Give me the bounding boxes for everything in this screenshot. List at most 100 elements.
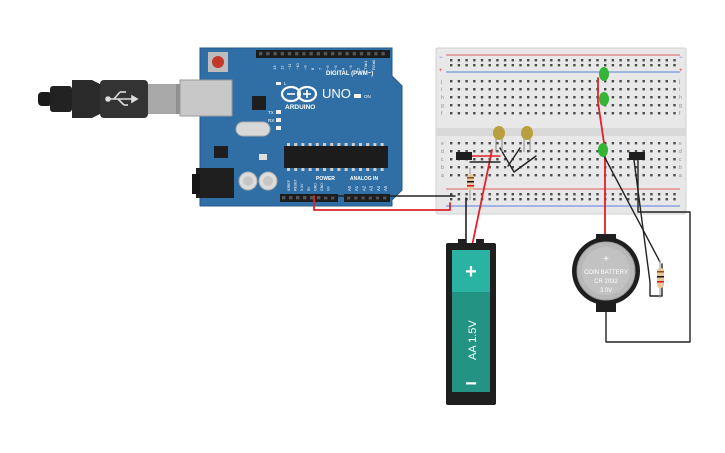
rail-hole[interactable] xyxy=(619,64,622,67)
breadboard-hole[interactable] xyxy=(550,80,553,83)
header-pin[interactable] xyxy=(323,52,328,56)
breadboard-hole[interactable] xyxy=(611,112,615,115)
breadboard-hole[interactable] xyxy=(650,104,653,107)
breadboard-hole[interactable] xyxy=(519,88,522,91)
header-pin[interactable] xyxy=(324,196,328,200)
rail-hole[interactable] xyxy=(457,193,461,196)
breadboard-hole[interactable] xyxy=(542,112,545,115)
breadboard-hole[interactable] xyxy=(550,158,553,161)
breadboard-hole[interactable] xyxy=(611,104,615,107)
header-pin[interactable] xyxy=(310,196,314,200)
wire-black[interactable] xyxy=(603,155,661,263)
breadboard-hole[interactable] xyxy=(565,104,568,107)
breadboard-hole[interactable] xyxy=(450,112,453,115)
breadboard-hole[interactable] xyxy=(565,112,568,115)
breadboard-hole[interactable] xyxy=(650,96,653,99)
rail-hole[interactable] xyxy=(573,64,576,67)
breadboard-hole[interactable] xyxy=(496,80,499,83)
rail-hole[interactable] xyxy=(588,64,591,67)
breadboard-hole[interactable] xyxy=(519,142,522,145)
breadboard-hole[interactable] xyxy=(650,150,653,153)
rail-hole[interactable] xyxy=(673,193,676,196)
rail-hole[interactable] xyxy=(673,198,676,201)
rail-hole[interactable] xyxy=(488,198,491,201)
led-green[interactable] xyxy=(599,92,609,106)
breadboard-hole[interactable] xyxy=(519,104,522,107)
breadboard-hole[interactable] xyxy=(527,104,530,107)
breadboard-hole[interactable] xyxy=(450,104,453,107)
rail-hole[interactable] xyxy=(519,59,522,62)
breadboard-hole[interactable] xyxy=(534,112,538,115)
rail-hole[interactable] xyxy=(642,64,645,67)
breadboard-hole[interactable] xyxy=(503,80,507,83)
breadboard-hole[interactable] xyxy=(596,112,599,115)
rail-hole[interactable] xyxy=(642,198,645,201)
rail-hole[interactable] xyxy=(573,193,576,196)
breadboard-hole[interactable] xyxy=(496,104,499,107)
breadboard-hole[interactable] xyxy=(580,174,584,177)
rail-hole[interactable] xyxy=(496,64,499,67)
breadboard-hole[interactable] xyxy=(642,88,645,91)
rail-hole[interactable] xyxy=(465,193,468,196)
rail-hole[interactable] xyxy=(580,64,584,67)
breadboard-hole[interactable] xyxy=(557,166,561,169)
breadboard-hole[interactable] xyxy=(619,142,622,145)
rail-hole[interactable] xyxy=(650,59,653,62)
breadboard-hole[interactable] xyxy=(611,150,615,153)
breadboard-hole[interactable] xyxy=(534,150,538,153)
breadboard-hole[interactable] xyxy=(503,150,507,153)
rail-hole[interactable] xyxy=(527,193,530,196)
rail-hole[interactable] xyxy=(650,193,653,196)
breadboard-hole[interactable] xyxy=(465,104,468,107)
rail-hole[interactable] xyxy=(542,193,545,196)
breadboard-hole[interactable] xyxy=(573,80,576,83)
rail-hole[interactable] xyxy=(503,64,507,67)
breadboard-hole[interactable] xyxy=(511,96,514,99)
breadboard-hole[interactable] xyxy=(511,150,514,153)
breadboard-hole[interactable] xyxy=(480,174,484,177)
led-amber[interactable] xyxy=(521,126,533,152)
breadboard-hole[interactable] xyxy=(619,158,622,161)
rail-hole[interactable] xyxy=(519,64,522,67)
rail-hole[interactable] xyxy=(604,64,607,67)
breadboard-hole[interactable] xyxy=(580,104,584,107)
breadboard-hole[interactable] xyxy=(480,166,484,169)
breadboard-hole[interactable] xyxy=(480,158,484,161)
breadboard-hole[interactable] xyxy=(527,150,530,153)
breadboard-hole[interactable] xyxy=(550,150,553,153)
transistor[interactable] xyxy=(456,152,472,160)
breadboard-hole[interactable] xyxy=(480,112,484,115)
breadboard-hole[interactable] xyxy=(488,88,491,91)
breadboard-hole[interactable] xyxy=(527,158,530,161)
rail-hole[interactable] xyxy=(511,64,514,67)
breadboard-hole[interactable] xyxy=(503,96,507,99)
breadboard-hole[interactable] xyxy=(580,150,584,153)
rail-hole[interactable] xyxy=(619,198,622,201)
rail-hole[interactable] xyxy=(496,59,499,62)
rail-hole[interactable] xyxy=(565,64,568,67)
breadboard-hole[interactable] xyxy=(627,150,630,153)
breadboard-hole[interactable] xyxy=(580,166,584,169)
breadboard-hole[interactable] xyxy=(473,142,476,145)
breadboard-hole[interactable] xyxy=(488,142,491,145)
header-pin[interactable] xyxy=(375,196,380,200)
header-pin[interactable] xyxy=(345,52,349,56)
breadboard-hole[interactable] xyxy=(673,150,676,153)
breadboard-hole[interactable] xyxy=(573,104,576,107)
breadboard-hole[interactable] xyxy=(519,96,522,99)
rail-hole[interactable] xyxy=(534,193,538,196)
breadboard-hole[interactable] xyxy=(627,158,630,161)
breadboard-hole[interactable] xyxy=(457,112,461,115)
breadboard-hole[interactable] xyxy=(619,88,622,91)
breadboard-hole[interactable] xyxy=(627,88,630,91)
breadboard-hole[interactable] xyxy=(634,112,638,115)
breadboard-hole[interactable] xyxy=(503,104,507,107)
breadboard-hole[interactable] xyxy=(580,88,584,91)
breadboard-hole[interactable] xyxy=(511,166,514,169)
rail-hole[interactable] xyxy=(673,59,676,62)
breadboard-hole[interactable] xyxy=(534,166,538,169)
rail-hole[interactable] xyxy=(557,198,561,201)
breadboard-hole[interactable] xyxy=(657,142,661,145)
